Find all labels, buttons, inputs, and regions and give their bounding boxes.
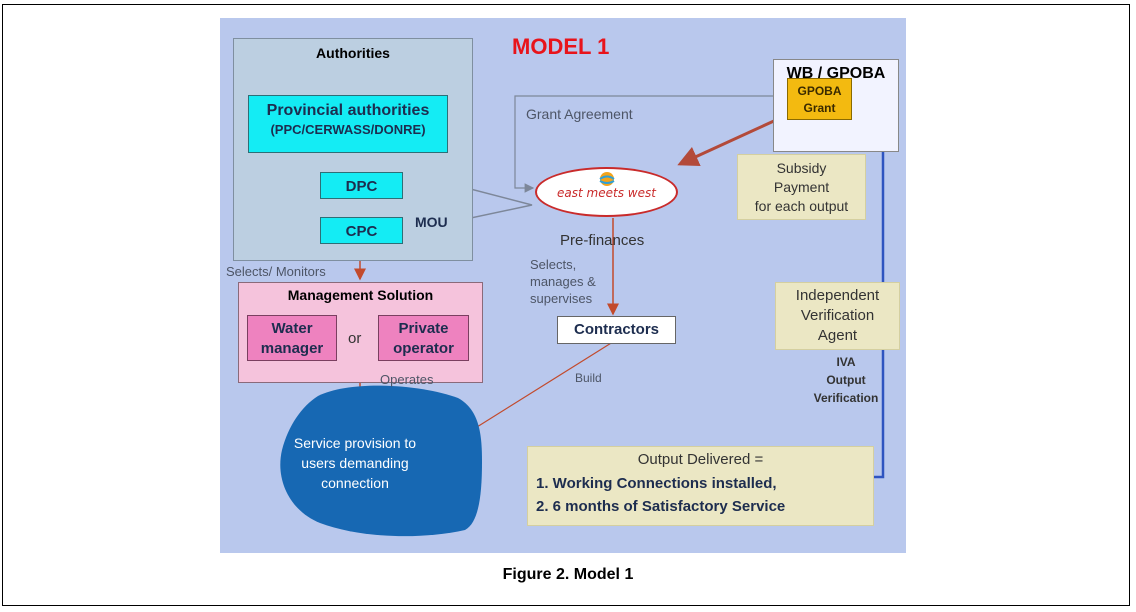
selects-line2: manages &: [530, 274, 596, 289]
dpc-box: DPC: [320, 172, 403, 199]
private-operator-line2: operator: [393, 340, 454, 357]
east-meets-west-logo: east meets west: [535, 167, 678, 217]
gpoba-grant-box: GPOBA Grant: [787, 78, 852, 120]
subsidy-payment-box: Subsidy Payment for each output: [737, 154, 866, 220]
provincial-authorities-box: Provincial authorities (PPC/CERWASS/DONR…: [248, 95, 448, 153]
or-label: or: [348, 330, 362, 347]
emw-globe-icon: [599, 172, 615, 186]
gpoba-line2: Grant: [803, 101, 836, 115]
service-line2: users demanding: [301, 455, 409, 471]
diagram-title: MODEL 1: [512, 34, 610, 59]
iva-out1: IVA: [836, 355, 856, 369]
service-blob: [280, 385, 482, 537]
water-manager-box: Water manager: [247, 315, 337, 361]
grant-agreement-label: Grant Agreement: [526, 106, 633, 122]
service-line3: connection: [321, 475, 389, 491]
iva-line3: Agent: [817, 327, 858, 344]
water-manager-line1: Water: [271, 320, 313, 337]
provincial-authorities-label: Provincial authorities: [266, 102, 430, 119]
selects-monitors-label: Selects/ Monitors: [226, 264, 326, 279]
grant-agreement-line: [514, 95, 773, 193]
iva-box: Independent Verification Agent: [775, 282, 900, 350]
authorities-title: Authorities: [316, 45, 390, 61]
figure-caption: Figure 2. Model 1: [502, 566, 634, 583]
wb-gpoba-title: WB / GPOBA: [786, 65, 886, 82]
subsidy-line3: for each output: [754, 198, 849, 214]
operates-label: Operates: [380, 372, 434, 387]
selects-line1: Selects,: [530, 257, 577, 272]
iva-out3: Verification: [813, 391, 879, 405]
grant-to-emw-arrow: [677, 113, 788, 167]
iva-output-verification-label: IVA Output Verification: [811, 353, 881, 407]
output-item-1: 1. Working Connections installed,: [536, 475, 777, 492]
selects-line3: supervises: [530, 291, 593, 306]
service-provision-text: Service provision to users demanding con…: [280, 433, 430, 493]
emw-logo-text: east meets west: [557, 186, 656, 200]
build-label: Build: [575, 371, 602, 385]
selects-manages-label: Selects, manages & supervises: [530, 256, 596, 307]
diagram-slide: MODEL 1 Authorities Provincial authoriti…: [220, 18, 906, 553]
iva-line2: Verification: [800, 307, 875, 324]
management-title: Management Solution: [287, 287, 434, 303]
iva-out2: Output: [826, 373, 866, 387]
iva-line1: Independent: [795, 287, 880, 304]
output-item-2: 2. 6 months of Satisfactory Service: [536, 498, 786, 515]
build-line: [452, 339, 617, 443]
water-manager-line2: manager: [260, 340, 324, 357]
pre-finances-label: Pre-finances: [560, 232, 645, 249]
cpc-box: CPC: [320, 217, 403, 244]
mou-label: MOU: [415, 214, 448, 230]
output-delivered-box: Output Delivered = 1. Working Connection…: [527, 446, 874, 526]
private-operator-box: Private operator: [378, 315, 469, 361]
subsidy-line1: Subsidy: [776, 160, 827, 176]
service-line1: Service provision to: [293, 435, 417, 451]
gpoba-line1: GPOBA: [797, 84, 842, 98]
private-operator-line1: Private: [398, 320, 449, 337]
output-title: Output Delivered =: [637, 451, 764, 468]
subsidy-line2: Payment: [773, 179, 830, 195]
provincial-authorities-sub: (PPC/CERWASS/DONRE): [270, 122, 426, 137]
contractors-box: Contractors: [557, 316, 676, 344]
